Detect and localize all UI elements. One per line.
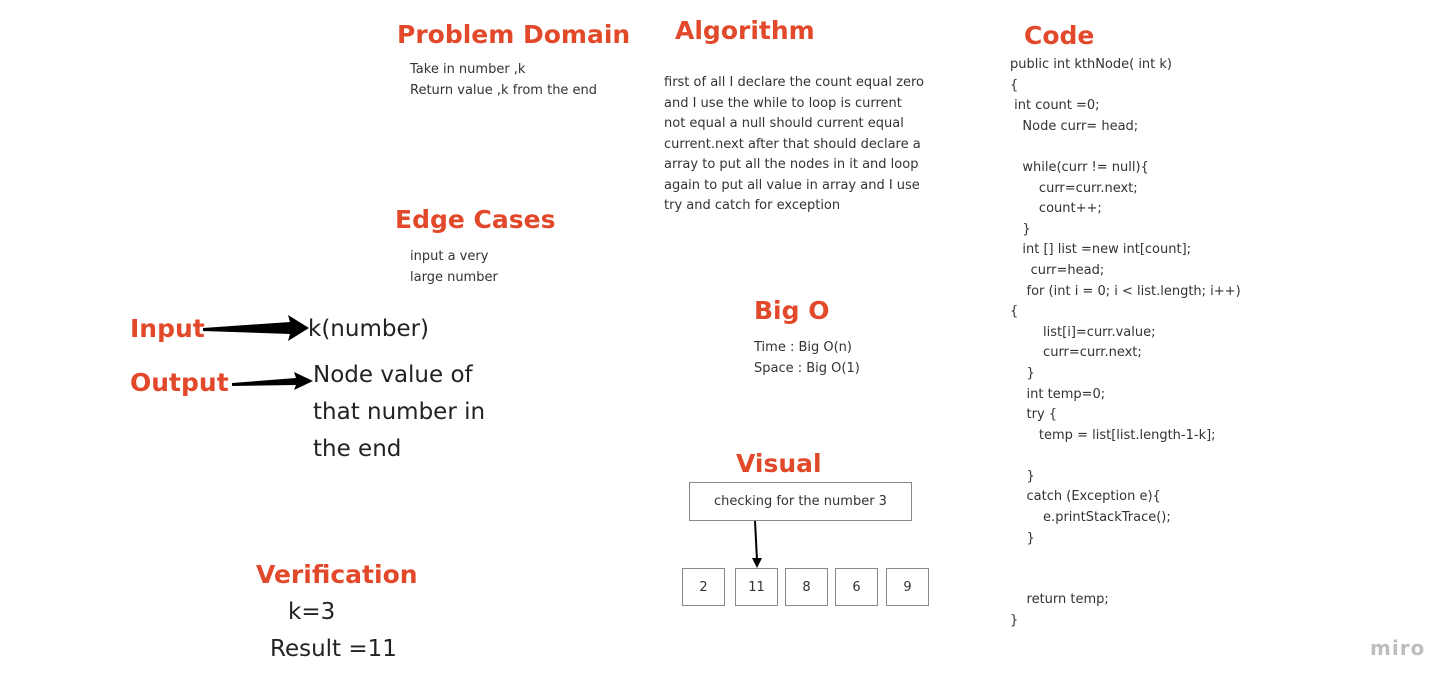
code-line: curr=curr.next; xyxy=(1010,180,1138,196)
edge-cases-line: input a very xyxy=(410,249,489,264)
code-line: } xyxy=(1010,468,1035,484)
algorithm-line: current.next after that should declare a xyxy=(664,136,921,152)
output-arrow xyxy=(232,372,313,390)
code-line: try { xyxy=(1010,407,1058,423)
code-line: { xyxy=(1010,77,1019,93)
output-line: Node value of xyxy=(313,362,473,388)
array-node: 2 xyxy=(682,568,725,606)
code-line: int temp=0; xyxy=(1010,386,1106,402)
visual-caption-box: checking for the number 3 xyxy=(689,482,912,521)
input-arrow xyxy=(203,315,309,341)
code-line: public int kthNode( int k) xyxy=(1010,57,1173,72)
algorithm-title: Algorithm xyxy=(675,16,815,45)
output-line: that number in xyxy=(313,399,486,425)
algorithm-line: and I use the while to loop is current xyxy=(664,95,902,111)
visual-title: Visual xyxy=(736,449,822,478)
algorithm-line: array to put all the nodes in it and loo… xyxy=(664,157,919,172)
code-line: curr=curr.next; xyxy=(1010,345,1142,361)
code-line: { xyxy=(1010,304,1019,320)
problem-domain-title: Problem Domain xyxy=(397,20,631,49)
code-title: Code xyxy=(1024,21,1095,50)
code-line: temp = list[list.length-1-k]; xyxy=(1010,427,1216,443)
code-line: } xyxy=(1010,613,1019,629)
array-node: 8 xyxy=(785,568,828,606)
code-line: Node curr= head; xyxy=(1010,118,1139,134)
code-line: } xyxy=(1010,530,1035,546)
problem-domain-line: Return value ,k from the end xyxy=(410,82,598,98)
big-o-space: Space : Big O(1) xyxy=(754,360,860,376)
array-node: 6 xyxy=(835,568,878,606)
code-line: curr=head; xyxy=(1010,262,1105,278)
algorithm-line: not equal a null should current equal xyxy=(664,116,904,131)
verification-k: k=3 xyxy=(288,599,336,625)
code-line: e.printStackTrace(); xyxy=(1010,510,1171,526)
algorithm-line: try and catch for exception xyxy=(664,198,841,213)
algorithm-line: first of all I declare the count equal z… xyxy=(664,75,924,90)
visual-pointer-head xyxy=(752,558,762,568)
array-node: 9 xyxy=(886,568,929,606)
code-line: count++; xyxy=(1010,201,1102,217)
code-block: public int kthNode( int k) { int count =0… xyxy=(1010,55,1241,632)
visual-pointer-line xyxy=(754,520,758,561)
code-line: return temp; xyxy=(1010,592,1109,608)
input-label: Input xyxy=(130,314,205,343)
code-line: int count =0; xyxy=(1010,98,1100,114)
code-line: } xyxy=(1010,365,1035,381)
code-line: int [] list =new int[count]; xyxy=(1010,242,1192,258)
code-line: catch (Exception e){ xyxy=(1010,489,1161,505)
big-o-time: Time : Big O(n) xyxy=(754,340,852,355)
big-o-title: Big O xyxy=(754,296,830,325)
output-label: Output xyxy=(130,368,229,397)
miro-watermark: miro xyxy=(1370,636,1426,660)
input-value: k(number) xyxy=(308,316,430,342)
output-line: the end xyxy=(313,436,402,462)
big-o-text: Time : Big O(n) Space : Big O(1) xyxy=(754,338,860,379)
output-value: Node value of that number in the end xyxy=(313,357,485,468)
problem-domain-line: Take in number ,k xyxy=(410,62,526,77)
algorithm-text: first of all I declare the count equal z… xyxy=(664,73,924,217)
code-line: } xyxy=(1010,221,1031,237)
verification-title: Verification xyxy=(256,560,418,589)
verification-result: Result =11 xyxy=(270,636,397,662)
array-node-pointed: 11 xyxy=(735,568,778,606)
algorithm-line: again to put all value in array and I us… xyxy=(664,177,920,193)
edge-cases-text: input a very large number xyxy=(410,247,498,288)
code-line: for (int i = 0; i < list.length; i++) xyxy=(1010,283,1241,299)
problem-domain-text: Take in number ,k Return value ,k from t… xyxy=(410,60,597,101)
edge-cases-line: large number xyxy=(410,269,498,285)
code-line: list[i]=curr.value; xyxy=(1010,324,1156,340)
code-line: while(curr != null){ xyxy=(1010,159,1149,175)
edge-cases-title: Edge Cases xyxy=(395,205,556,234)
